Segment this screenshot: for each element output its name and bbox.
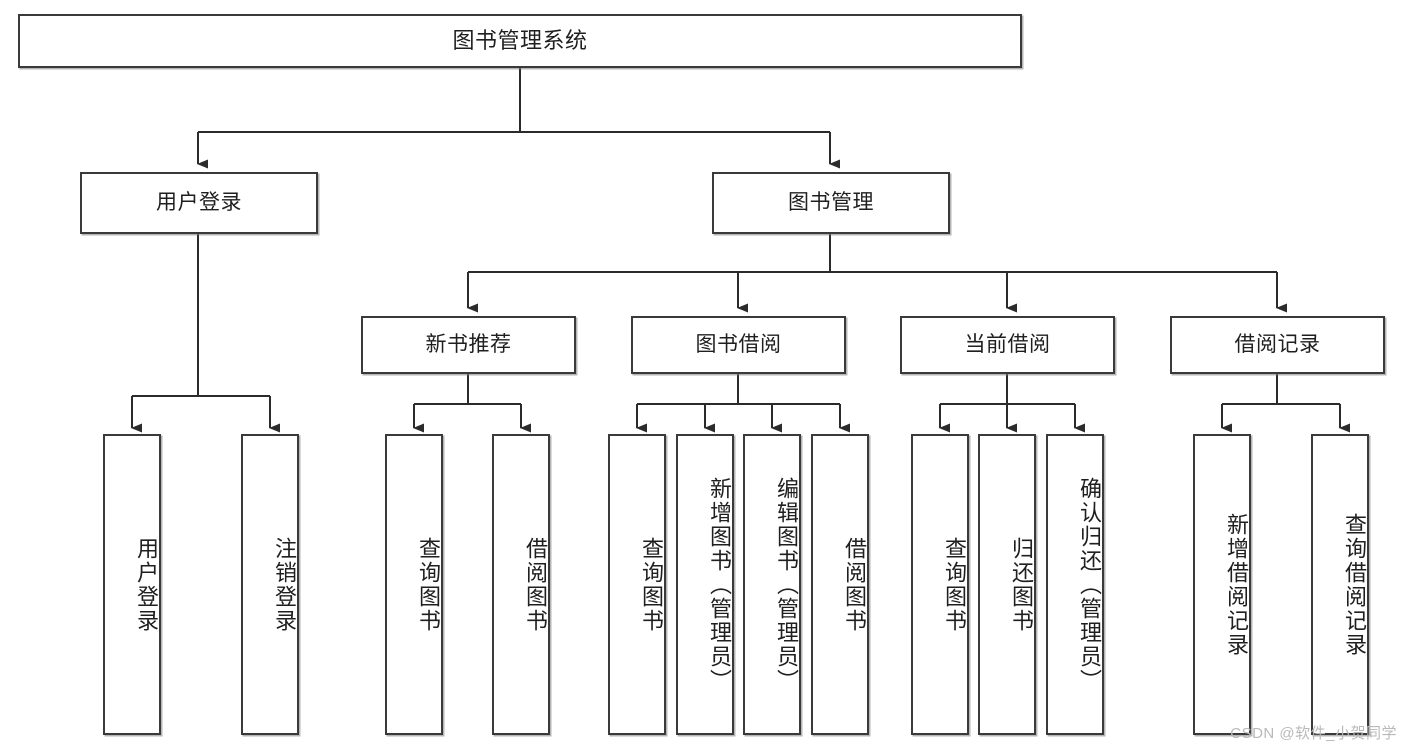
leaf-new-book-borrow-books[interactable]: 借阅图书 bbox=[492, 434, 550, 735]
node-label: 当前借阅 bbox=[964, 332, 1051, 356]
node-book-management[interactable]: 图书管理 bbox=[712, 172, 950, 234]
node-label: 借阅图书 bbox=[842, 536, 867, 633]
leaf-record-add-borrow-record[interactable]: 新增借阅记录 bbox=[1193, 434, 1251, 735]
node-label: 用户登录 bbox=[134, 536, 159, 633]
node-label: 新增图书（管理员） bbox=[707, 476, 732, 693]
leaf-record-query-borrow-record[interactable]: 查询借阅记录 bbox=[1311, 434, 1369, 735]
leaf-current-query-books[interactable]: 查询图书 bbox=[911, 434, 969, 735]
node-label: 图书管理 bbox=[788, 190, 874, 214]
node-borrowing-record[interactable]: 借阅记录 bbox=[1170, 316, 1385, 374]
node-label: 借阅图书 bbox=[523, 536, 548, 633]
leaf-borrow-query-books[interactable]: 查询图书 bbox=[608, 434, 666, 735]
node-current-borrowing[interactable]: 当前借阅 bbox=[900, 316, 1115, 374]
node-label: 注销登录 bbox=[272, 536, 297, 633]
node-label: 确认归还（管理员） bbox=[1077, 476, 1102, 693]
node-label: 查询图书 bbox=[942, 536, 967, 633]
node-new-book-recommendation[interactable]: 新书推荐 bbox=[361, 316, 576, 374]
node-label: 图书管理系统 bbox=[452, 28, 588, 54]
leaf-new-book-query-books[interactable]: 查询图书 bbox=[385, 434, 443, 735]
node-label: 用户登录 bbox=[156, 190, 242, 214]
node-label: 查询借阅记录 bbox=[1342, 512, 1367, 657]
node-label: 归还图书 bbox=[1009, 536, 1034, 633]
leaf-user-login-login[interactable]: 用户登录 bbox=[103, 434, 161, 735]
node-book-borrowing[interactable]: 图书借阅 bbox=[631, 316, 846, 374]
node-label: 查询图书 bbox=[639, 536, 664, 633]
leaf-borrow-add-book-admin[interactable]: 新增图书（管理员） bbox=[676, 434, 734, 735]
node-label: 图书借阅 bbox=[695, 332, 782, 356]
leaf-user-login-logout[interactable]: 注销登录 bbox=[241, 434, 299, 735]
node-label: 查询图书 bbox=[416, 536, 441, 633]
node-label: 借阅记录 bbox=[1234, 332, 1321, 356]
leaf-current-confirm-return-admin[interactable]: 确认归还（管理员） bbox=[1046, 434, 1104, 735]
node-user-login[interactable]: 用户登录 bbox=[80, 172, 318, 234]
leaf-borrow-borrow-books[interactable]: 借阅图书 bbox=[811, 434, 869, 735]
csdn-watermark: CSDN @软件_小贺同学 bbox=[1230, 725, 1397, 742]
node-label: 编辑图书（管理员） bbox=[774, 476, 799, 693]
node-root-book-management-system[interactable]: 图书管理系统 bbox=[18, 14, 1022, 68]
leaf-borrow-edit-book-admin[interactable]: 编辑图书（管理员） bbox=[743, 434, 801, 735]
leaf-current-return-books[interactable]: 归还图书 bbox=[978, 434, 1036, 735]
node-label: 新增借阅记录 bbox=[1224, 512, 1249, 657]
node-label: 新书推荐 bbox=[425, 332, 512, 356]
